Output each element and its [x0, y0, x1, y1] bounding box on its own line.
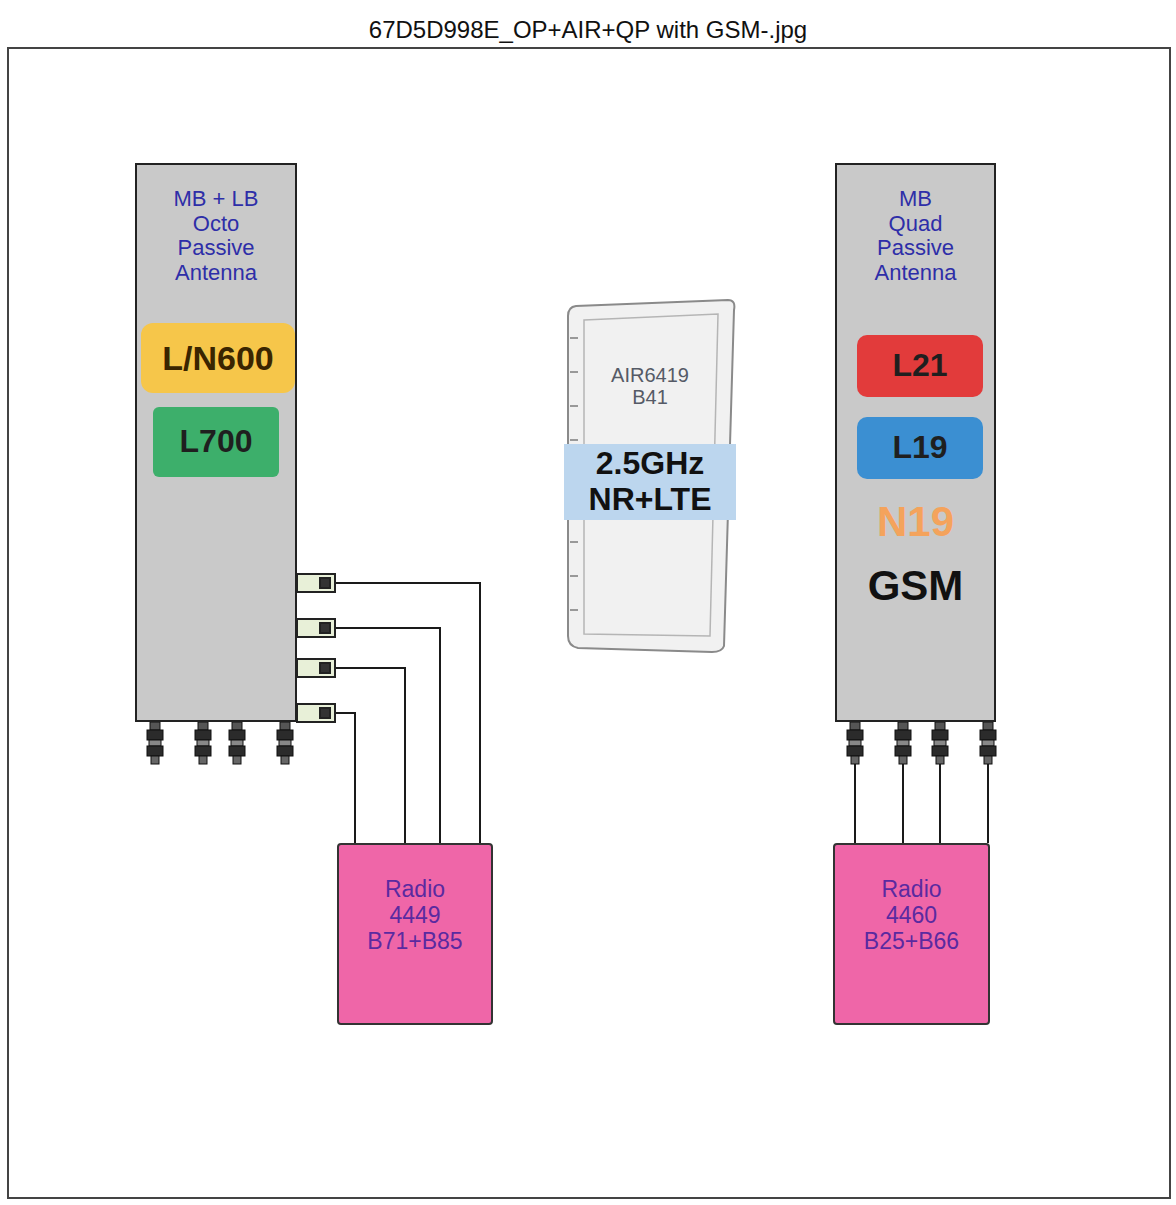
band-tag: L700	[153, 407, 279, 477]
rf-jumper	[297, 713, 355, 843]
connector-part	[197, 740, 209, 746]
connector-part	[983, 722, 993, 730]
port	[297, 659, 335, 677]
connector-part	[280, 722, 290, 730]
connector-part	[898, 722, 908, 730]
device-tick	[570, 541, 578, 543]
connector-part	[147, 730, 163, 740]
connector-part	[851, 756, 859, 764]
n-connector	[195, 722, 211, 764]
radio-unit: Radio 4449 B71+B85	[337, 843, 493, 1025]
connector-part	[847, 730, 863, 740]
bottom-connectors	[147, 722, 996, 764]
port	[297, 619, 335, 637]
connector-part	[850, 722, 860, 730]
connector-part	[198, 722, 208, 730]
rf-jumper	[297, 628, 440, 843]
connector-part	[151, 756, 159, 764]
rf-jumper	[297, 583, 480, 843]
radio-label: Radio 4449 B71+B85	[363, 877, 467, 954]
border-frame	[8, 48, 1170, 1198]
connector-part	[277, 730, 293, 740]
band-label: L19	[857, 430, 983, 466]
device-tick	[570, 405, 578, 407]
connector-part	[149, 740, 161, 746]
connector-part	[934, 740, 946, 746]
air-radio-unit: AIR6419 B41 2.5GHz NR+LTE	[562, 298, 738, 654]
band-label: 2.5GHz NR+LTE	[564, 444, 736, 520]
connector-part	[229, 746, 245, 756]
connector-part	[932, 730, 948, 740]
device-tick	[570, 371, 578, 373]
band-label: L21	[857, 348, 983, 384]
connector-part	[277, 746, 293, 756]
title: 67D5D998E_OP+AIR+QP with GSM-.jpg	[0, 16, 1176, 44]
connector-part	[984, 756, 992, 764]
antenna-heading: MB Quad Passive Antenna	[873, 187, 959, 286]
n-connector	[932, 722, 948, 764]
radio-label: Radio 4460 B25+B66	[860, 877, 964, 954]
connector-part	[897, 740, 909, 746]
port-pin	[320, 623, 330, 633]
device-tick	[570, 609, 578, 611]
connector-part	[195, 746, 211, 756]
connector-part	[899, 756, 907, 764]
connector-part	[895, 730, 911, 740]
connector-part	[980, 746, 996, 756]
band-tag: L19	[857, 417, 983, 479]
band-tag: L/N600	[141, 323, 295, 393]
connector-part	[231, 740, 243, 746]
connector-part	[935, 722, 945, 730]
n-connector	[895, 722, 911, 764]
connector-part	[150, 722, 160, 730]
connector-part	[232, 722, 242, 730]
radio-unit: Radio 4460 B25+B66	[833, 843, 990, 1025]
connector-part	[895, 746, 911, 756]
port	[297, 574, 335, 592]
connector-part	[936, 756, 944, 764]
connector-part	[233, 756, 241, 764]
n-connector	[229, 722, 245, 764]
n-connector	[147, 722, 163, 764]
band-tag: L21	[857, 335, 983, 397]
connector-part	[281, 756, 289, 764]
connector-part	[279, 740, 291, 746]
device-tick	[570, 575, 578, 577]
connector-part	[847, 746, 863, 756]
n-connector	[277, 722, 293, 764]
connector-part	[195, 730, 211, 740]
port-pin	[320, 578, 330, 588]
n-connector	[980, 722, 996, 764]
antenna-heading: MB + LB Octo Passive Antenna	[170, 187, 262, 286]
port-pin	[320, 708, 330, 718]
model-label: AIR6419 B41	[602, 364, 698, 409]
band-label: GSM	[841, 562, 991, 609]
device-tick	[570, 337, 578, 339]
band-label: N19	[841, 498, 991, 545]
band-label: L700	[153, 424, 279, 460]
band-label: L/N600	[141, 339, 295, 377]
port	[297, 704, 335, 722]
antenna-panel: MB + LB Octo Passive AntennaL/N600L700	[135, 163, 297, 722]
connector-part	[849, 740, 861, 746]
n-connector	[847, 722, 863, 764]
connector-part	[147, 746, 163, 756]
connector-part	[982, 740, 994, 746]
antenna-panel: MB Quad Passive AntennaN19GSM L21L19	[835, 163, 996, 722]
device-tick	[570, 439, 578, 441]
connector-part	[199, 756, 207, 764]
rf-jumper	[297, 668, 405, 843]
connector-part	[980, 730, 996, 740]
connector-part	[932, 746, 948, 756]
side-ports	[297, 574, 335, 722]
connector-part	[229, 730, 245, 740]
port-pin	[320, 663, 330, 673]
